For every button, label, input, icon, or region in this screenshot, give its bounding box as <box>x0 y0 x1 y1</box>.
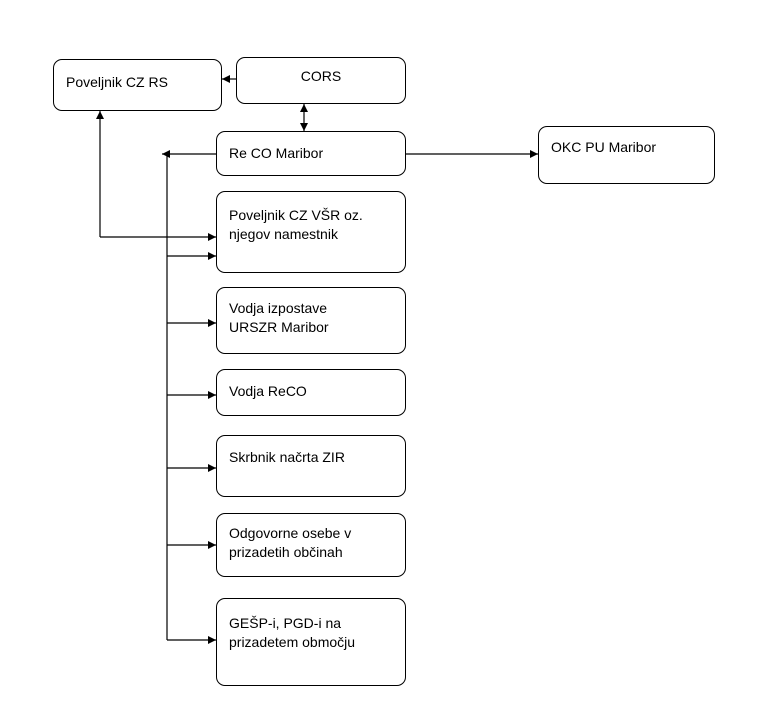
node-label: Re CO Maribor <box>229 145 324 161</box>
node-label: Poveljnik CZ RS <box>66 74 168 90</box>
node-skrbnik-nacrta-zir: Skrbnik načrta ZIR <box>216 435 406 497</box>
node-okc-pu-maribor: OKC PU Maribor <box>538 126 715 184</box>
node-poveljnik-cz-rs: Poveljnik CZ RS <box>53 59 222 111</box>
node-label: OKC PU Maribor <box>551 139 657 155</box>
node-vodja-izpostave: Vodja izpostave URSZR Maribor <box>216 287 406 354</box>
node-gesp-pgd: GEŠP-i, PGD-i na prizadetem območju <box>216 598 406 686</box>
node-label: CORS <box>300 68 342 84</box>
node-re-co-maribor: Re CO Maribor <box>216 131 406 176</box>
node-odgovorne-osebe: Odgovorne osebe v prizadetih občinah <box>216 513 406 577</box>
node-label: Vodja ReCO <box>229 383 307 399</box>
node-label: Odgovorne osebe v prizadetih občinah <box>229 525 352 560</box>
node-label: GEŠP-i, PGD-i na prizadetem območju <box>229 615 356 650</box>
node-poveljnik-cz-vsr: Poveljnik CZ VŠR oz. njegov namestnik <box>216 191 406 273</box>
node-label: Poveljnik CZ VŠR oz. njegov namestnik <box>229 207 363 242</box>
node-vodja-reco: Vodja ReCO <box>216 369 406 416</box>
node-label: Vodja izpostave URSZR Maribor <box>229 300 329 335</box>
node-cors: CORS <box>236 57 406 104</box>
node-label: Skrbnik načrta ZIR <box>229 449 345 465</box>
